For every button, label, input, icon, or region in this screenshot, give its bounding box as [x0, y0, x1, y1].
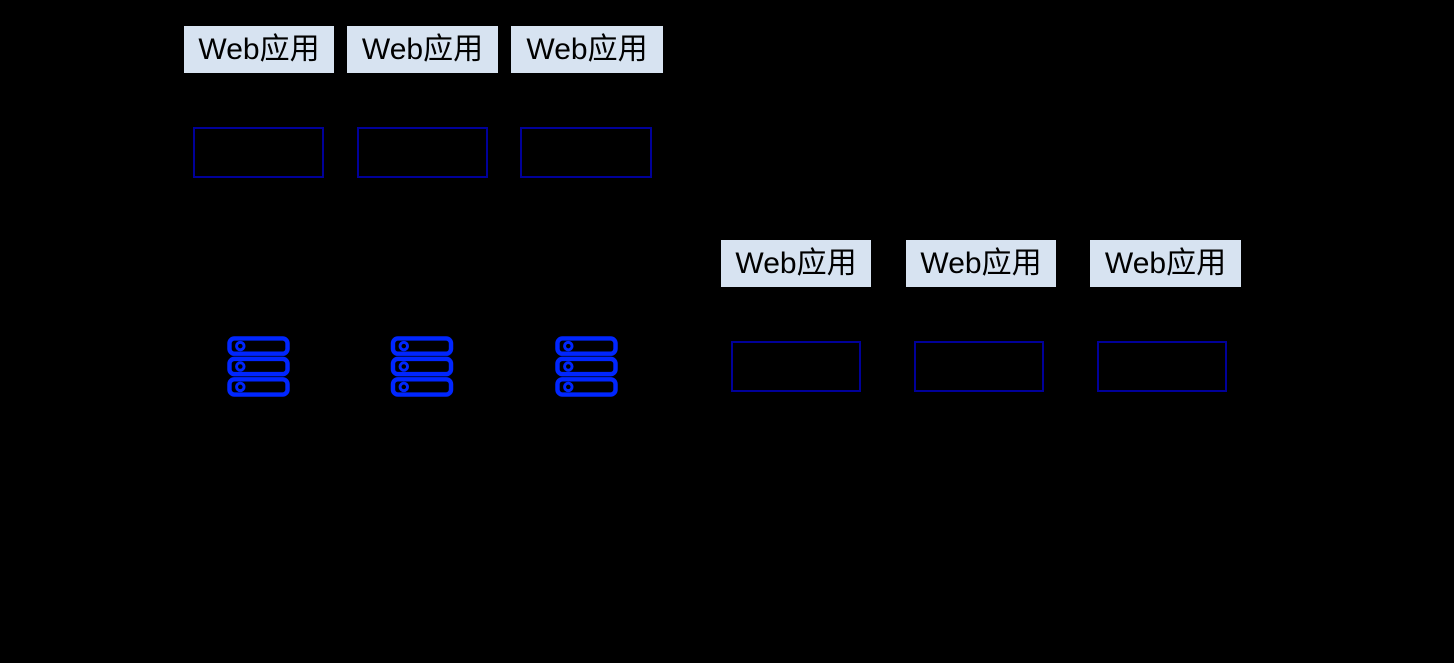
- server-stack-icon: [555, 336, 618, 397]
- server-stack-icon: [390, 336, 454, 397]
- empty-app-box: [1097, 341, 1227, 392]
- web-app-label: Web应用: [1090, 240, 1241, 287]
- web-app-label: Web应用: [511, 26, 663, 73]
- web-app-label: Web应用: [906, 240, 1056, 287]
- empty-app-box: [731, 341, 861, 392]
- empty-app-box: [914, 341, 1044, 392]
- web-app-label: Web应用: [721, 240, 871, 287]
- web-app-label: Web应用: [184, 26, 334, 73]
- empty-app-box: [520, 127, 652, 178]
- server-stack-icon: [227, 336, 290, 397]
- empty-app-box: [357, 127, 488, 178]
- web-app-label: Web应用: [347, 26, 498, 73]
- empty-app-box: [193, 127, 324, 178]
